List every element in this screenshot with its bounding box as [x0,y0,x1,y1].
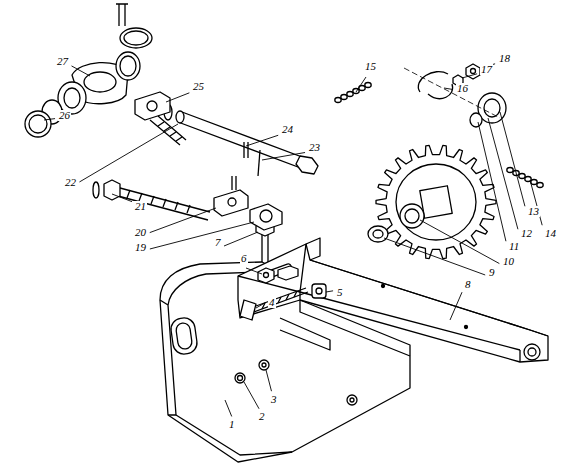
callout-number: 26 [58,110,71,121]
leader-line [150,208,216,233]
callout-number: 13 [527,206,540,217]
chain-links [335,83,543,188]
leader-line [166,93,189,102]
callout-number: 27 [56,56,69,67]
callout-number: 1 [228,419,236,430]
tension-arm [238,238,548,362]
callout-number: 11 [508,241,520,252]
callout-number: 17 [480,64,493,75]
leader-line [225,400,232,416]
callout-number: 12 [520,228,533,239]
leader-line [266,370,271,391]
callout-number: 5 [336,287,344,298]
leader-line [530,180,542,225]
callout-number: 18 [498,53,511,64]
leader-line [256,302,266,308]
callout-number: 16 [456,83,469,94]
leader-line [262,153,305,160]
callout-number: 22 [64,177,77,188]
leader-line [444,88,453,90]
callout-number: 25 [192,81,205,92]
callout-number: 8 [464,279,472,290]
leader-line [450,292,462,320]
callout-number: 3 [270,394,278,405]
callout-number: 21 [134,201,147,212]
leader-line [246,268,262,274]
adjusting-bolt [240,284,326,320]
callout-number: 2 [258,411,266,422]
callout-number: 15 [364,61,377,72]
leader-line [384,238,485,275]
leader-line [420,220,499,264]
leader-line [112,194,132,202]
leader-line [478,122,506,241]
leader-line [44,119,55,120]
leader-line [462,74,477,78]
bearings-washers [368,64,506,242]
callout-number: 14 [544,228,557,239]
leader-line [224,232,258,246]
leader-line [356,77,366,92]
shaft [164,104,318,176]
callout-number: 6 [240,253,248,264]
leader-line [244,382,259,409]
callout-number: 7 [214,237,222,248]
leader-lines [44,64,542,417]
tensioner-head [25,4,186,145]
leader-line [79,124,178,182]
leader-line [246,135,278,146]
nut-and-bolt [256,222,298,283]
callout-number: 19 [134,242,147,253]
callout-number: 20 [134,227,147,238]
leader-line [326,291,333,292]
leader-line [488,118,518,229]
callout-number: 24 [281,124,294,135]
callout-number: 4 [268,297,276,308]
callout-number: 23 [308,142,321,153]
leader-line [72,66,90,76]
callout-number: 9 [488,267,496,278]
leader-line [500,112,525,206]
leader-line [150,222,254,249]
callout-number: 10 [502,256,515,267]
